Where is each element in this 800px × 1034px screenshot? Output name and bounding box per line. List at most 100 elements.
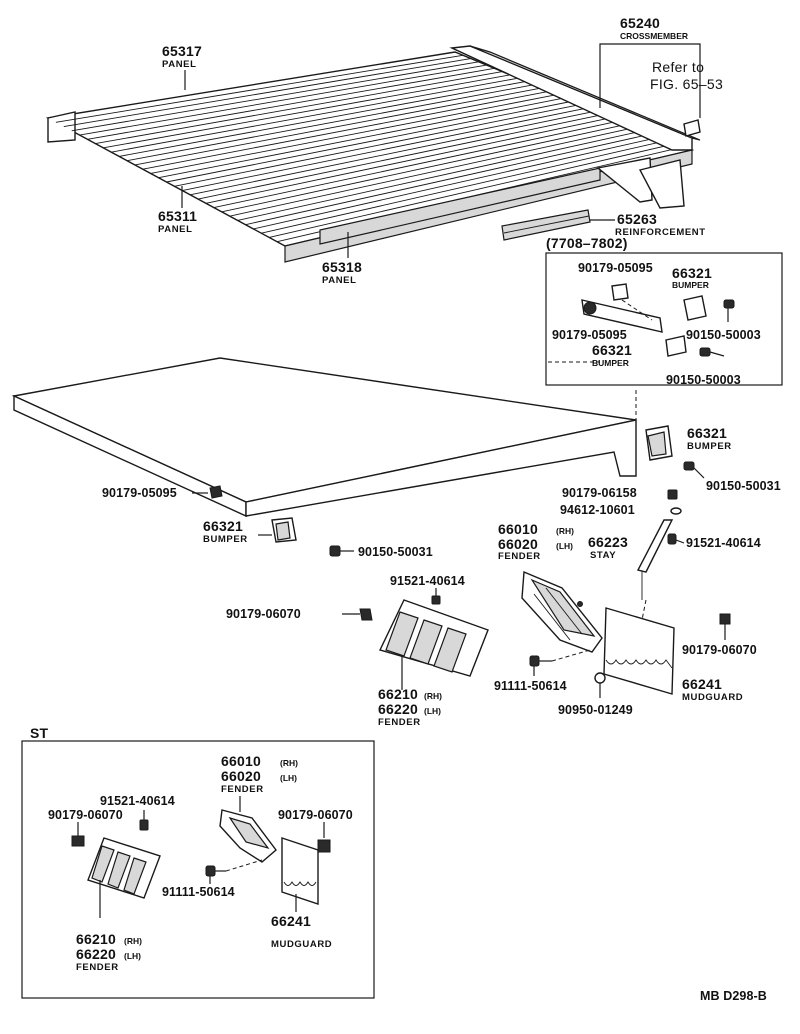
inset-bumper-2-number: 66321 bbox=[592, 342, 632, 358]
st-fender-main-name: FENDER bbox=[221, 784, 264, 795]
refer-line-1: Refer to bbox=[652, 59, 704, 75]
panel-rib bbox=[205, 116, 614, 204]
st-fender-small-rh-tag: (RH) bbox=[124, 936, 142, 946]
panel-rib bbox=[269, 143, 677, 238]
st-fender-main-lh-number: 66020 bbox=[221, 768, 261, 784]
label-65317: 65317 PANEL bbox=[162, 43, 202, 90]
fender-main-lh-number: 66020 bbox=[498, 536, 538, 552]
fender-main-label: 66010 (RH) 66020 (LH) FENDER bbox=[498, 521, 574, 562]
label-65263: 65263 REINFORCEMENT bbox=[590, 211, 706, 238]
panel-rib bbox=[166, 100, 574, 183]
st-mudguard-number: 66241 bbox=[271, 913, 311, 929]
fender-small-rh-number: 66210 bbox=[378, 686, 418, 702]
part-number-65317: 65317 bbox=[162, 43, 202, 59]
panel-rib bbox=[126, 84, 535, 162]
stay-name: STAY bbox=[590, 550, 616, 561]
fender-small-lh-number: 66220 bbox=[378, 701, 418, 717]
st-fender-small-name: FENDER bbox=[76, 962, 119, 973]
st-nut-right: 90179-06070 bbox=[278, 808, 353, 822]
panel-rib bbox=[198, 113, 606, 200]
st-inset: ST 66010 (RH) 66020 (LH) FENDER 91521-40… bbox=[21, 725, 375, 999]
nut-left: 90179-05095 bbox=[102, 486, 177, 500]
panel-rib bbox=[229, 126, 637, 217]
label-65318: 65318 PANEL bbox=[322, 232, 362, 286]
panel-rib bbox=[253, 136, 661, 230]
st-fender-main-rh-number: 66010 bbox=[221, 753, 261, 769]
bolt-stay: 91521-40614 bbox=[686, 536, 761, 550]
inset-bumper-1-name: BUMPER bbox=[672, 280, 709, 290]
stay-hardware-drawing: 90179-06158 94612-10601 91521-40614 6622… bbox=[560, 486, 761, 600]
bolt-center: 90150-50031 bbox=[358, 545, 433, 559]
panel-rib bbox=[261, 139, 669, 234]
washer-09: 90950-01249 bbox=[558, 703, 633, 717]
inset-bumper-1-number: 66321 bbox=[672, 265, 712, 281]
panel-rib bbox=[245, 133, 653, 226]
inset-nut-1: 90179-05095 bbox=[578, 261, 653, 275]
stay-number: 66223 bbox=[588, 534, 628, 550]
panel-rib bbox=[158, 97, 566, 179]
fender-small-lh-tag: (LH) bbox=[424, 706, 441, 716]
label-65311: 65311 PANEL bbox=[158, 186, 197, 235]
fender-small-drawing: 91521-40614 90179-06070 66210 (RH) 66220… bbox=[226, 574, 489, 728]
inset-screw-2: 90150-50003 bbox=[666, 373, 741, 387]
part-number-65240: 65240 bbox=[620, 15, 660, 31]
st-mudguard-name: MUDGUARD bbox=[271, 939, 332, 950]
fender-main-name: FENDER bbox=[498, 551, 541, 562]
inset-bumper-2-name: BUMPER bbox=[592, 358, 629, 368]
part-name-crossmember: CROSSMEMBER bbox=[620, 31, 688, 41]
mudguard-number: 66241 bbox=[682, 676, 722, 692]
label-refer: Refer to FIG. 65–53 bbox=[650, 59, 723, 92]
fender-main-drawing bbox=[521, 570, 603, 653]
screw-11: 91111-50614 bbox=[494, 679, 567, 693]
washer-10601: 94612-10601 bbox=[560, 503, 635, 517]
nut-mudguard: 90179-06070 bbox=[682, 643, 757, 657]
panel-corrugations bbox=[55, 54, 685, 243]
st-fender-small-rh-number: 66210 bbox=[76, 931, 116, 947]
st-bolt: 91521-40614 bbox=[100, 794, 175, 808]
panel-rib bbox=[213, 120, 621, 209]
st-fender-small-lh-number: 66220 bbox=[76, 946, 116, 962]
inset-nut-2: 90179-05095 bbox=[552, 328, 627, 342]
bumper-right-name: BUMPER bbox=[687, 441, 732, 452]
inset-screw-1: 90150-50003 bbox=[686, 328, 761, 342]
st-fender-main-lh-tag: (LH) bbox=[280, 773, 297, 783]
panel-rib bbox=[237, 129, 645, 221]
panel-rib bbox=[182, 107, 590, 191]
panel-rib bbox=[55, 54, 463, 123]
st-screw: 91111-50614 bbox=[162, 885, 235, 899]
panel-rib bbox=[174, 103, 582, 187]
panel-rib bbox=[111, 77, 519, 153]
st-fender-main-rh-tag: (RH) bbox=[280, 758, 298, 768]
bumper-left-drawing: 90179-05095 66321 BUMPER bbox=[102, 485, 297, 545]
part-name-reinforcement: REINFORCEMENT bbox=[615, 227, 706, 238]
nut-fender: 90179-06070 bbox=[226, 607, 301, 621]
part-number-65311: 65311 bbox=[158, 208, 197, 224]
bumper-right-number: 66321 bbox=[687, 425, 727, 441]
panel-rib bbox=[95, 71, 503, 145]
floor-panel-drawing bbox=[45, 45, 701, 263]
st-title: ST bbox=[30, 725, 49, 741]
panel-rib bbox=[71, 61, 479, 132]
mudguard-drawing: 66241 MUDGUARD bbox=[603, 599, 743, 703]
panel-rib bbox=[87, 67, 495, 140]
st-nut-left: 90179-06070 bbox=[48, 808, 123, 822]
panel-rib bbox=[63, 58, 471, 127]
nut-06158: 90179-06158 bbox=[562, 486, 637, 500]
refer-line-2: FIG. 65–53 bbox=[650, 76, 723, 92]
st-fender-small-lh-tag: (LH) bbox=[124, 951, 141, 961]
bolt-right: 90150-50031 bbox=[706, 479, 781, 493]
bolt-center-drawing: 90150-50031 bbox=[329, 545, 433, 559]
bumper-inset: 90179-05095 66321 BUMPER 90150-50003 901… bbox=[545, 252, 783, 387]
part-name-panel-2: PANEL bbox=[158, 224, 193, 235]
part-number-65263: 65263 bbox=[617, 211, 657, 227]
fender-main-lh-tag: (LH) bbox=[556, 541, 573, 551]
bolt-fender: 91521-40614 bbox=[390, 574, 465, 588]
bed-body-drawing bbox=[11, 357, 637, 518]
panel-rib bbox=[221, 123, 629, 213]
fender-main-rh-tag: (RH) bbox=[556, 526, 574, 536]
fender-small-name: FENDER bbox=[378, 717, 421, 728]
fender-small-rh-tag: (RH) bbox=[424, 691, 442, 701]
part-number-65318: 65318 bbox=[322, 259, 362, 275]
mudguard-name: MUDGUARD bbox=[682, 692, 743, 703]
